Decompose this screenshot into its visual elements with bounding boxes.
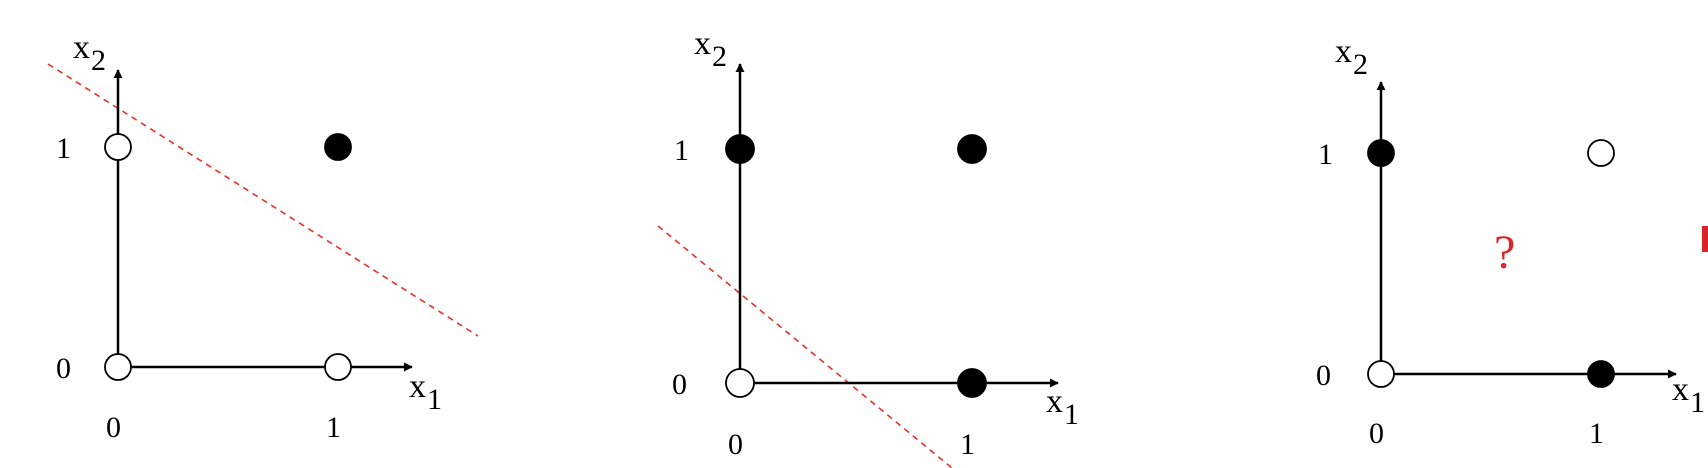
- y-axis-label: x2: [694, 25, 727, 73]
- y-tick-label: 1: [1318, 138, 1333, 171]
- x-axis-label: x1: [409, 368, 442, 416]
- panel-1: 1 0 0 1 x2 x1: [47, 29, 479, 444]
- y-axis-label: x2: [73, 29, 106, 77]
- x-tick-label: 1: [326, 411, 341, 444]
- point-filled: [957, 368, 987, 398]
- x-tick-label: 1: [1589, 417, 1604, 450]
- panel-2: 1 0 0 1 x2 x1: [657, 25, 1079, 468]
- y-axis-label: x2: [1335, 33, 1368, 81]
- y-tick-label: 0: [56, 352, 71, 385]
- panel-3: ? 1 0 0 1 x2 x1: [1316, 33, 1708, 450]
- point-filled: [957, 134, 987, 164]
- point-filled: [1367, 139, 1395, 167]
- point-filled: [324, 133, 352, 161]
- x-axis-label: x1: [1672, 371, 1705, 419]
- y-tick-label: 1: [56, 132, 71, 165]
- x-tick-label: 0: [106, 411, 121, 444]
- decision-line: [47, 63, 479, 337]
- x-tick-label: 0: [1369, 417, 1384, 450]
- point-hollow: [725, 368, 755, 398]
- point-hollow: [1367, 360, 1395, 388]
- point-hollow: [104, 353, 132, 381]
- clipped-red-mark: [1702, 226, 1708, 252]
- y-tick-label: 0: [1316, 359, 1331, 392]
- decision-line: [657, 225, 953, 468]
- x-tick-label: 1: [960, 428, 975, 461]
- point-hollow: [324, 353, 352, 381]
- point-hollow: [1587, 139, 1615, 167]
- y-tick-label: 0: [672, 368, 687, 401]
- x-tick-label: 0: [728, 428, 743, 461]
- x-axis-label: x1: [1046, 383, 1079, 431]
- point-filled: [1587, 360, 1615, 388]
- y-tick-label: 1: [674, 134, 689, 167]
- point-hollow: [104, 133, 132, 161]
- point-filled: [725, 134, 755, 164]
- question-mark: ?: [1494, 226, 1515, 279]
